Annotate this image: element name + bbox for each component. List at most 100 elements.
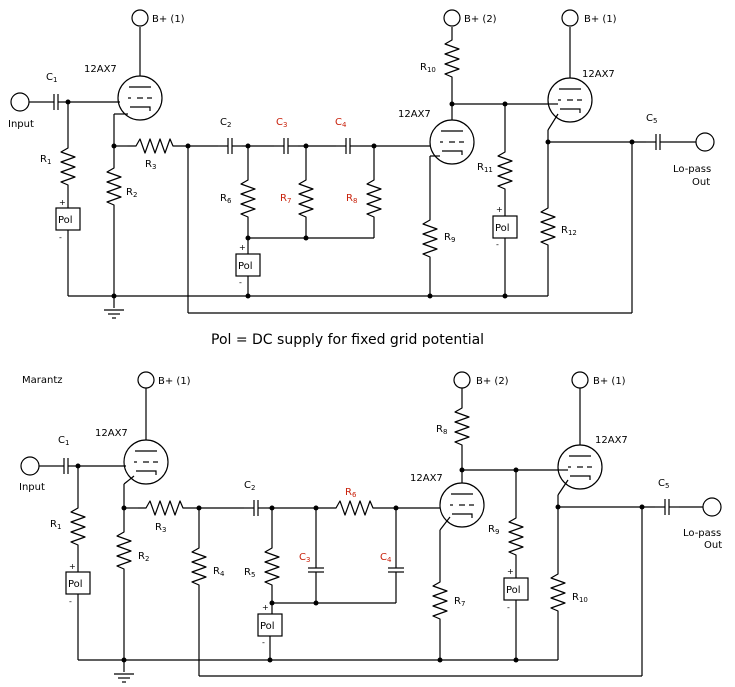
top-c2-label: C2 — [220, 117, 231, 129]
top-r2-label: R2 — [126, 187, 137, 199]
bottom-r5-label: R5 — [244, 567, 255, 579]
bottom-c1 — [53, 457, 79, 475]
bottom-bplus-2-terminal — [453, 371, 471, 389]
top-c1 — [43, 93, 69, 111]
top-r11-label: R11 — [477, 162, 493, 174]
top-bplus-1-terminal — [131, 9, 149, 27]
bottom-bplus-1-label: B+ (1) — [158, 376, 191, 387]
top-c3 — [273, 137, 299, 155]
top-c5-label: C5 — [646, 113, 657, 125]
top-bplus-2-terminal — [443, 9, 461, 27]
bottom-r3-label: R3 — [155, 522, 166, 534]
svg-text:-: - — [496, 240, 499, 249]
top-output-terminal — [695, 132, 715, 152]
top-pol-2-label: Pol — [238, 261, 253, 272]
bottom-r5 — [264, 539, 280, 591]
bottom-r7-label: R7 — [454, 596, 465, 608]
bottom-r1-label: R1 — [50, 519, 61, 531]
top-bplus-3-terminal — [561, 9, 579, 27]
top-r11 — [497, 143, 513, 195]
top-r9-label: R9 — [444, 232, 455, 244]
top-tube-2-label: 12AX7 — [398, 109, 431, 120]
bottom-c5-label: C5 — [658, 478, 669, 490]
bottom-r10-label: R10 — [572, 592, 588, 604]
bottom-r8 — [454, 399, 470, 451]
top-input-terminal — [10, 92, 30, 112]
bottom-r2-label: R2 — [138, 551, 149, 563]
bottom-c3-label: C3 — [299, 552, 310, 564]
top-r12 — [540, 199, 556, 251]
bottom-c2-label: C2 — [244, 480, 255, 492]
top-tube-2 — [429, 119, 475, 165]
bottom-output-label-2: Out — [704, 540, 722, 551]
bottom-tube-3-label: 12AX7 — [595, 435, 628, 446]
bottom-r8-label: R8 — [436, 424, 447, 436]
bottom-r1 — [70, 499, 86, 551]
top-tube-3-label: 12AX7 — [582, 69, 615, 80]
bottom-c2 — [243, 499, 269, 517]
top-circuit: Input C1 R1 Pol + - 12AX7 B+ (1) R2 R3 — [8, 9, 715, 319]
top-r10-label: R10 — [420, 62, 436, 74]
top-pol-1-label: Pol — [58, 215, 73, 226]
bottom-pol-1-label: Pol — [68, 579, 83, 590]
top-r6-label: R6 — [220, 193, 232, 205]
svg-text:+: + — [239, 243, 246, 252]
bottom-tube-2 — [439, 482, 485, 528]
svg-text:+: + — [496, 205, 503, 214]
bottom-output-terminal — [702, 497, 722, 517]
bottom-c5 — [654, 498, 680, 516]
bottom-bplus-2-label: B+ (2) — [476, 376, 509, 387]
top-r7-label: R7 — [280, 193, 291, 205]
svg-text:+: + — [262, 603, 269, 612]
top-r6 — [240, 171, 256, 223]
bottom-r9 — [508, 509, 524, 561]
bottom-input-label: Input — [19, 482, 45, 493]
bottom-c1-label: C1 — [58, 435, 69, 447]
bottom-r6 — [327, 500, 379, 516]
top-c2 — [217, 137, 243, 155]
top-bplus-2-label: B+ (2) — [464, 14, 497, 25]
svg-text:+: + — [59, 198, 66, 207]
top-r9 — [422, 211, 438, 263]
svg-text:-: - — [507, 603, 510, 612]
top-c4-label: C4 — [335, 117, 347, 129]
bottom-circuit: Marantz Input C1 R1 Pol + - 12AX7 B+ (1)… — [19, 371, 722, 683]
top-c5 — [645, 133, 671, 151]
top-input-label: Input — [8, 119, 34, 130]
bottom-r4 — [191, 539, 207, 591]
top-r8-label: R8 — [346, 193, 357, 205]
bottom-bplus-1-terminal — [137, 371, 155, 389]
bottom-r9-label: R9 — [488, 524, 499, 536]
bottom-r10 — [550, 565, 566, 617]
bottom-r6-label: R6 — [345, 487, 357, 499]
svg-text:-: - — [239, 278, 242, 287]
top-output-label-1: Lo-pass — [673, 164, 711, 175]
bottom-output-label-1: Lo-pass — [683, 528, 721, 539]
bottom-bplus-3-label: B+ (1) — [593, 376, 626, 387]
top-bplus-3-label: B+ (1) — [584, 14, 617, 25]
bottom-input-terminal — [20, 456, 40, 476]
top-r1 — [60, 139, 76, 191]
bottom-c4-label: C4 — [380, 552, 392, 564]
svg-text:+: + — [507, 567, 514, 576]
bottom-r4-label: R4 — [213, 566, 225, 578]
bottom-r7 — [432, 573, 448, 625]
bottom-tube-2-label: 12AX7 — [410, 473, 443, 484]
top-pol-3-label: Pol — [495, 223, 510, 234]
top-r8 — [366, 171, 382, 223]
bottom-r3 — [137, 500, 189, 516]
marantz-title: Marantz — [22, 375, 63, 386]
bottom-pol-2-label: Pol — [260, 621, 275, 632]
bottom-tube-1-label: 12AX7 — [95, 428, 128, 439]
top-tube-1-label: 12AX7 — [84, 64, 117, 75]
bottom-tube-3 — [557, 444, 603, 490]
top-r12-label: R12 — [561, 225, 577, 237]
top-r3-label: R3 — [145, 159, 156, 171]
top-c4 — [335, 137, 361, 155]
top-r1-label: R1 — [40, 154, 51, 166]
top-bplus-1-label: B+ (1) — [152, 14, 185, 25]
top-r10 — [444, 31, 460, 83]
top-r7 — [298, 171, 314, 223]
bottom-r2 — [116, 523, 132, 575]
svg-text:-: - — [59, 233, 62, 242]
